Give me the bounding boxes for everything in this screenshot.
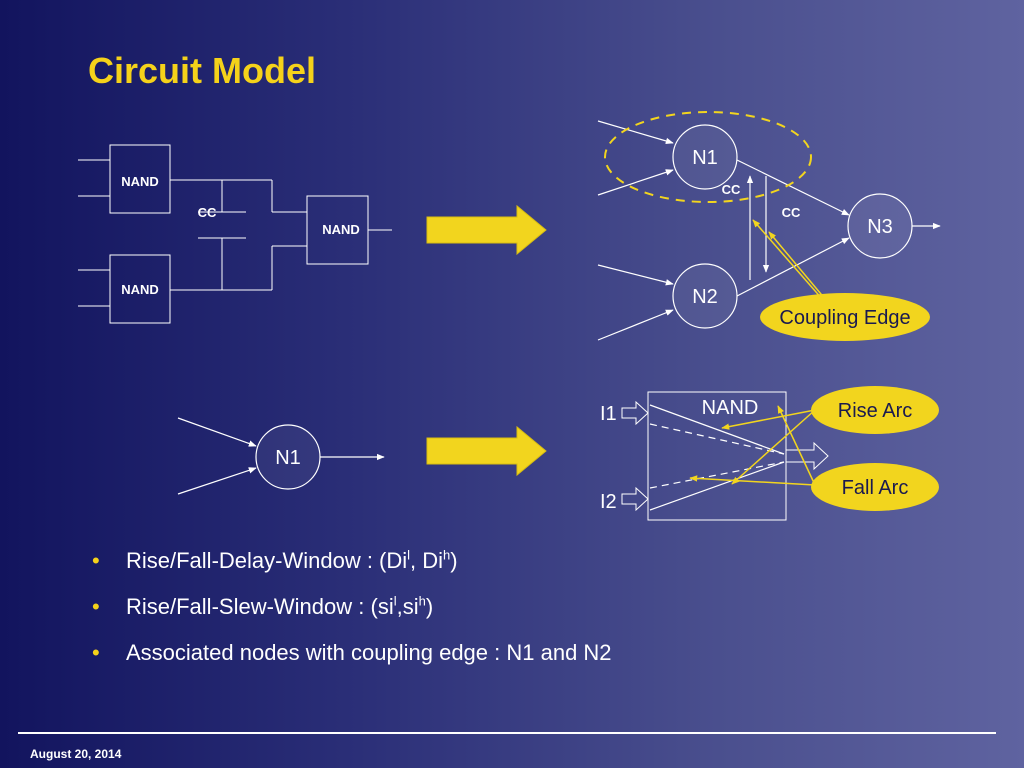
coupling-edge-pointers bbox=[752, 219, 827, 301]
bullet-superscript: h bbox=[443, 547, 451, 563]
nand-gate-2-label: NAND bbox=[121, 282, 159, 297]
bullet-text: Associated nodes with coupling edge : N1… bbox=[126, 640, 612, 665]
node-n2-label: N2 bbox=[692, 286, 718, 308]
bullet-text: Rise/Fall-Delay-Window : (Di bbox=[126, 548, 408, 573]
bullet-dot: • bbox=[92, 640, 100, 665]
node-n3-label: N3 bbox=[867, 216, 893, 238]
bullet-item: • Associated nodes with coupling edge : N… bbox=[92, 630, 612, 676]
node-graph-edges bbox=[597, 120, 941, 341]
bullet-text: ) bbox=[450, 548, 458, 573]
coupling-cap-label: CC bbox=[198, 205, 217, 220]
associated-nodes-ellipse bbox=[604, 111, 812, 203]
timing-input-i1-arrow bbox=[621, 400, 649, 426]
nand-gate-1-label: NAND bbox=[121, 174, 159, 189]
timing-input-i1-label: I1 bbox=[600, 403, 617, 425]
timing-input-i2-label: I2 bbox=[600, 491, 617, 513]
bullet-item: • Rise/Fall-Slew-Window : (sil,sih) bbox=[92, 584, 612, 630]
bullet-item: • Rise/Fall-Delay-Window : (Dil, Dih) bbox=[92, 538, 612, 584]
fall-arc-callout-label: Fall Arc bbox=[842, 477, 909, 499]
coupling-edge-callout-label: Coupling Edge bbox=[779, 307, 910, 329]
timing-nand-label: NAND bbox=[702, 397, 759, 419]
single-node-n1 bbox=[255, 424, 321, 490]
transform-arrow-top bbox=[426, 204, 547, 256]
nand-gate-3 bbox=[306, 195, 369, 265]
timing-input-i2-arrow bbox=[621, 486, 649, 512]
bullet-superscript: l bbox=[393, 593, 397, 609]
bullet-superscript: l bbox=[407, 547, 411, 563]
single-node-edges bbox=[177, 417, 385, 495]
nand-gate-2 bbox=[109, 254, 171, 324]
coupling-edge-label-b: CC bbox=[782, 205, 801, 220]
single-node-n1-label: N1 bbox=[275, 447, 301, 469]
timing-output-arrow bbox=[785, 441, 829, 471]
nand-gate-3-label: NAND bbox=[322, 222, 360, 237]
gate-schematic bbox=[78, 159, 392, 307]
node-n1 bbox=[672, 124, 738, 190]
timing-arcs-lines bbox=[649, 404, 785, 511]
node-n2 bbox=[672, 263, 738, 329]
bullet-text: ,si bbox=[396, 594, 419, 619]
footer-rule bbox=[18, 732, 996, 734]
coupling-edge-callout bbox=[760, 293, 930, 341]
bullet-text: Rise/Fall-Slew-Window : (si bbox=[126, 594, 394, 619]
transform-arrow-bottom bbox=[426, 425, 547, 477]
footer-date: August 20, 2014 bbox=[30, 747, 122, 761]
rise-arc-callout bbox=[811, 386, 939, 434]
arc-pointers bbox=[689, 405, 816, 486]
bullet-list: •Rise/Fall-Delay-Window : (Dil, Dih) •Ri… bbox=[92, 538, 612, 676]
fall-arc-callout bbox=[811, 463, 939, 511]
bullet-text: , Di bbox=[410, 548, 444, 573]
bullet-dot: • bbox=[92, 594, 100, 619]
bullet-superscript: h bbox=[418, 593, 426, 609]
slide-title: Circuit Model bbox=[88, 50, 317, 91]
node-n1-label: N1 bbox=[692, 147, 718, 169]
bullet-text: ) bbox=[425, 594, 434, 619]
bullet-dot: • bbox=[92, 548, 100, 573]
node-n3 bbox=[847, 193, 913, 259]
rise-arc-callout-label: Rise Arc bbox=[838, 400, 912, 422]
nand-gate-1 bbox=[109, 144, 171, 214]
coupling-edge-label-a: CC bbox=[722, 182, 741, 197]
